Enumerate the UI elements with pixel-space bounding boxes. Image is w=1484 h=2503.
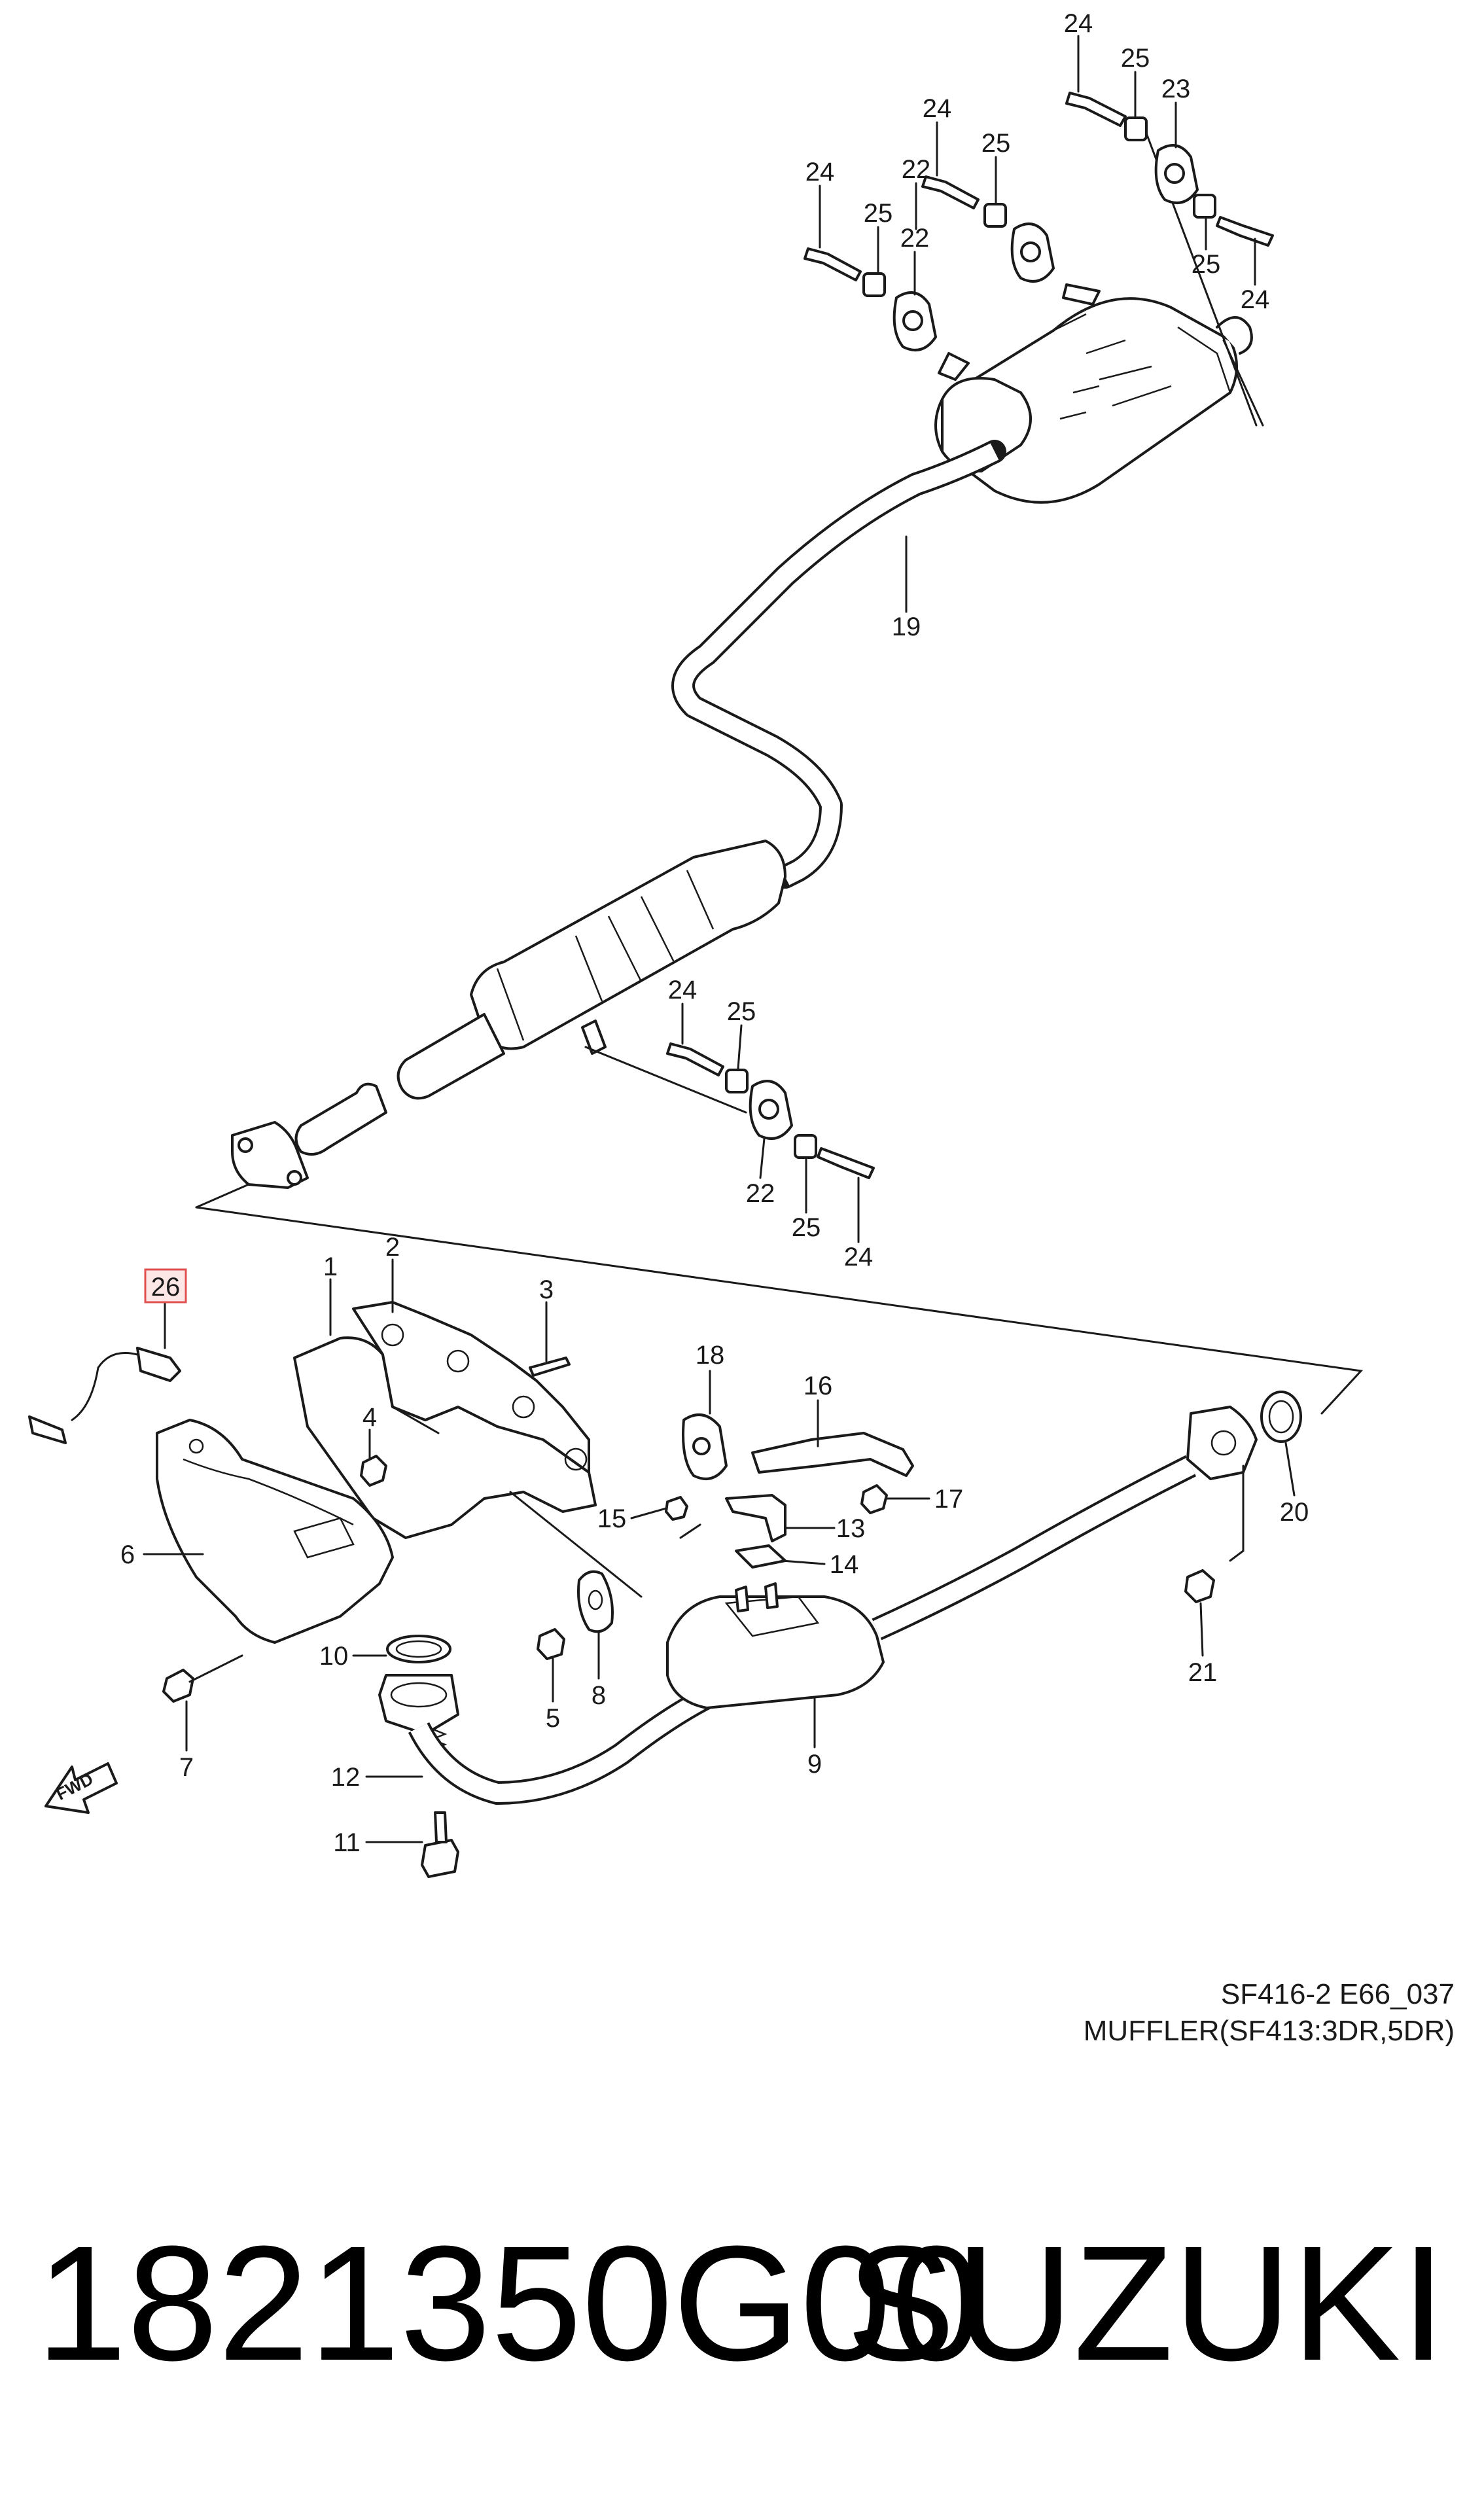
callout-c7[interactable]: 7	[179, 1753, 194, 1782]
callout-c24c[interactable]: 24	[805, 158, 835, 186]
footer-band	[0, 2087, 1484, 2503]
callout-c25b[interactable]: 25	[981, 129, 1011, 158]
callout-c15[interactable]: 15	[597, 1504, 627, 1533]
callout-c25a[interactable]: 25	[1121, 44, 1150, 73]
callout-c2[interactable]: 2	[385, 1233, 400, 1262]
callout-c19[interactable]: 19	[892, 612, 921, 641]
callout-c25c[interactable]: 25	[864, 199, 893, 228]
part-number: 1821350G00	[36, 2212, 982, 2394]
callout-c17[interactable]: 17	[934, 1485, 964, 1514]
callout-c24f[interactable]: 24	[844, 1243, 874, 1271]
callout-c24e[interactable]: 24	[668, 976, 698, 1004]
diagram-caption: SF416-2 E66_037 MUFFLER(SF413:3DR,5DR)	[1084, 1976, 1455, 2050]
callout-26-label: 26	[151, 1273, 181, 1302]
diagram-title: MUFFLER(SF413:3DR,5DR)	[1083, 2015, 1455, 2047]
callout-c22a[interactable]: 22	[902, 155, 931, 184]
highlighted-callout-26[interactable]: 26	[144, 1268, 187, 1304]
front-exhaust-assembly	[28, 1301, 1302, 1878]
callout-c10[interactable]: 10	[319, 1642, 349, 1671]
callout-c8[interactable]: 8	[592, 1681, 606, 1710]
center-pipe-19	[231, 440, 1006, 1189]
brand-name: SUZUKI	[846, 2212, 1446, 2394]
callout-c24d[interactable]: 24	[1241, 285, 1270, 314]
fwd-arrow	[44, 1762, 118, 1814]
callout-c5[interactable]: 5	[546, 1704, 560, 1733]
leader-lines	[143, 35, 1296, 1843]
callout-c20[interactable]: 20	[1280, 1498, 1309, 1527]
diagram-code: SF416-2 E66_037	[1220, 1978, 1455, 2010]
callout-c11[interactable]: 11	[333, 1828, 361, 1857]
callout-c24a[interactable]: 24	[1064, 9, 1093, 38]
callout-labels: 1234567891011121314151617181920212222222…	[120, 9, 1309, 1857]
callout-c12[interactable]: 12	[331, 1763, 361, 1792]
callout-c23[interactable]: 23	[1161, 75, 1191, 103]
callout-c21[interactable]: 21	[1188, 1658, 1218, 1687]
callout-c6[interactable]: 6	[120, 1540, 135, 1569]
callout-c25e[interactable]: 25	[727, 997, 756, 1026]
callout-c22b[interactable]: 22	[900, 224, 930, 253]
callout-c4[interactable]: 4	[362, 1403, 377, 1432]
callout-c3[interactable]: 3	[539, 1275, 554, 1304]
callout-c25f[interactable]: 25	[792, 1213, 821, 1242]
callout-c1[interactable]: 1	[323, 1252, 338, 1281]
rear-hardware	[584, 92, 1274, 1179]
callout-c25d[interactable]: 25	[1192, 250, 1221, 279]
callout-c13[interactable]: 13	[836, 1514, 866, 1543]
section-divider	[195, 1206, 1364, 1415]
callout-c16[interactable]: 16	[804, 1372, 833, 1400]
exhaust-system-drawing: 1234567891011121314151617181920212222222…	[28, 9, 1364, 1878]
callout-c18[interactable]: 18	[696, 1341, 725, 1370]
callout-c14[interactable]: 14	[830, 1550, 859, 1579]
callout-c22c[interactable]: 22	[746, 1179, 775, 1208]
callout-c24b[interactable]: 24	[923, 94, 952, 123]
callout-c9[interactable]: 9	[807, 1750, 822, 1779]
rear-muffler-assembly	[934, 120, 1264, 504]
